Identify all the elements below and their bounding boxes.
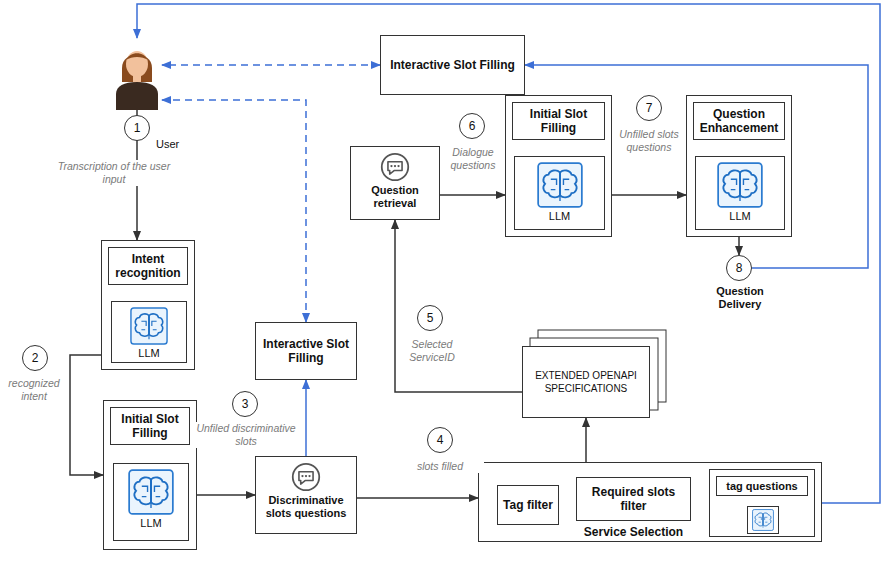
box-title: Discriminative slots questions [256, 492, 356, 522]
flow-arrow [197, 494, 255, 496]
llm-label: LLM [114, 517, 188, 530]
llm-box: LLM [695, 156, 785, 230]
brain-icon [696, 162, 784, 208]
flow-arrow [357, 497, 478, 499]
llm-label: LLM [515, 210, 604, 223]
callout-circle: 8Question Delivery [726, 255, 752, 281]
box-title: Interactive Slot Filling [390, 58, 515, 72]
filter-box: Tag filter [497, 485, 559, 525]
flow-arrow [137, 4, 880, 503]
edge-label: Unfilled slots questions [614, 128, 684, 154]
dashed-connector [162, 64, 380, 66]
llm-label: LLM [112, 347, 186, 360]
brain-icon [112, 307, 186, 345]
callout-number: 8 [727, 256, 751, 280]
group-title: Service Selection [571, 525, 696, 539]
flow-arrow [585, 418, 587, 462]
question-box: Question retrieval [350, 146, 440, 220]
module-box: Initial Slot FillingLLM [103, 400, 197, 550]
llm-box: LLM [514, 156, 605, 230]
callout-number: 7 [636, 95, 662, 121]
module-title: Intent recognition [108, 247, 188, 285]
person-icon [112, 38, 162, 114]
flow-arrow [738, 237, 740, 255]
callout-number: 4 [427, 427, 453, 453]
flow-arrow [395, 220, 522, 392]
module-title: Initial Slot Filling [512, 102, 605, 140]
tag-questions-box: tag questions [709, 469, 815, 537]
brain-icon [515, 162, 604, 208]
edge-label: Selected ServiceID [398, 338, 466, 364]
llm-box: LLM [111, 301, 187, 363]
box-title: Question retrieval [351, 182, 439, 212]
module-title: tag questions [716, 476, 808, 496]
module-box: Initial Slot FillingLLM [505, 95, 612, 237]
callout-number: 2 [22, 345, 48, 371]
brain-icon [114, 469, 188, 515]
flow-arrow [305, 380, 307, 456]
user-label: User [156, 138, 179, 150]
edge-label: Dialogue questions [442, 146, 504, 172]
module-title: Initial Slot Filling [110, 407, 190, 445]
callout-number: 5 [417, 305, 443, 331]
llm-box: LLM [113, 463, 189, 541]
callout-number: 3 [232, 391, 258, 417]
spec-document: EXTENDED OPENAPI SPECIFICATIONS [522, 346, 650, 418]
process-box: Interactive Slot Filling [380, 35, 525, 95]
module-box: Question EnhancementLLM [686, 95, 792, 237]
edge-label: recognized intent [0, 377, 68, 403]
question-box: Discriminative slots questions [255, 456, 357, 534]
flow-arrow [440, 194, 505, 196]
delivery-label: Question Delivery [695, 285, 785, 311]
service-selection-box: Service Selection Tag filter Required slot… [478, 462, 822, 542]
box-title: Required slots filter [581, 485, 686, 513]
module-box: Intent recognitionLLM [101, 240, 195, 370]
user-icon: User [112, 38, 162, 110]
box-title: Interactive Slot Filling [260, 337, 352, 365]
chat-icon [256, 462, 356, 492]
chat-icon [351, 152, 439, 182]
edge-label: slots filled [396, 460, 484, 473]
module-title: Question Enhancement [693, 102, 785, 140]
box-title: EXTENDED OPENAPI SPECIFICATIONS [527, 369, 645, 395]
flow-arrow [612, 194, 686, 196]
flow-arrow [70, 355, 103, 475]
filter-box: Required slots filter [576, 477, 691, 521]
llm-mini-box [747, 506, 779, 534]
edge-label: Transcription of the user input [55, 160, 173, 186]
callout-number: 6 [459, 113, 485, 139]
process-box: Interactive Slot Filling [255, 322, 357, 380]
box-title: Tag filter [503, 498, 553, 512]
llm-label: LLM [696, 210, 784, 223]
edge-label: Unfiled discriminative slots [196, 422, 296, 448]
callout-number: 1 [124, 115, 150, 141]
